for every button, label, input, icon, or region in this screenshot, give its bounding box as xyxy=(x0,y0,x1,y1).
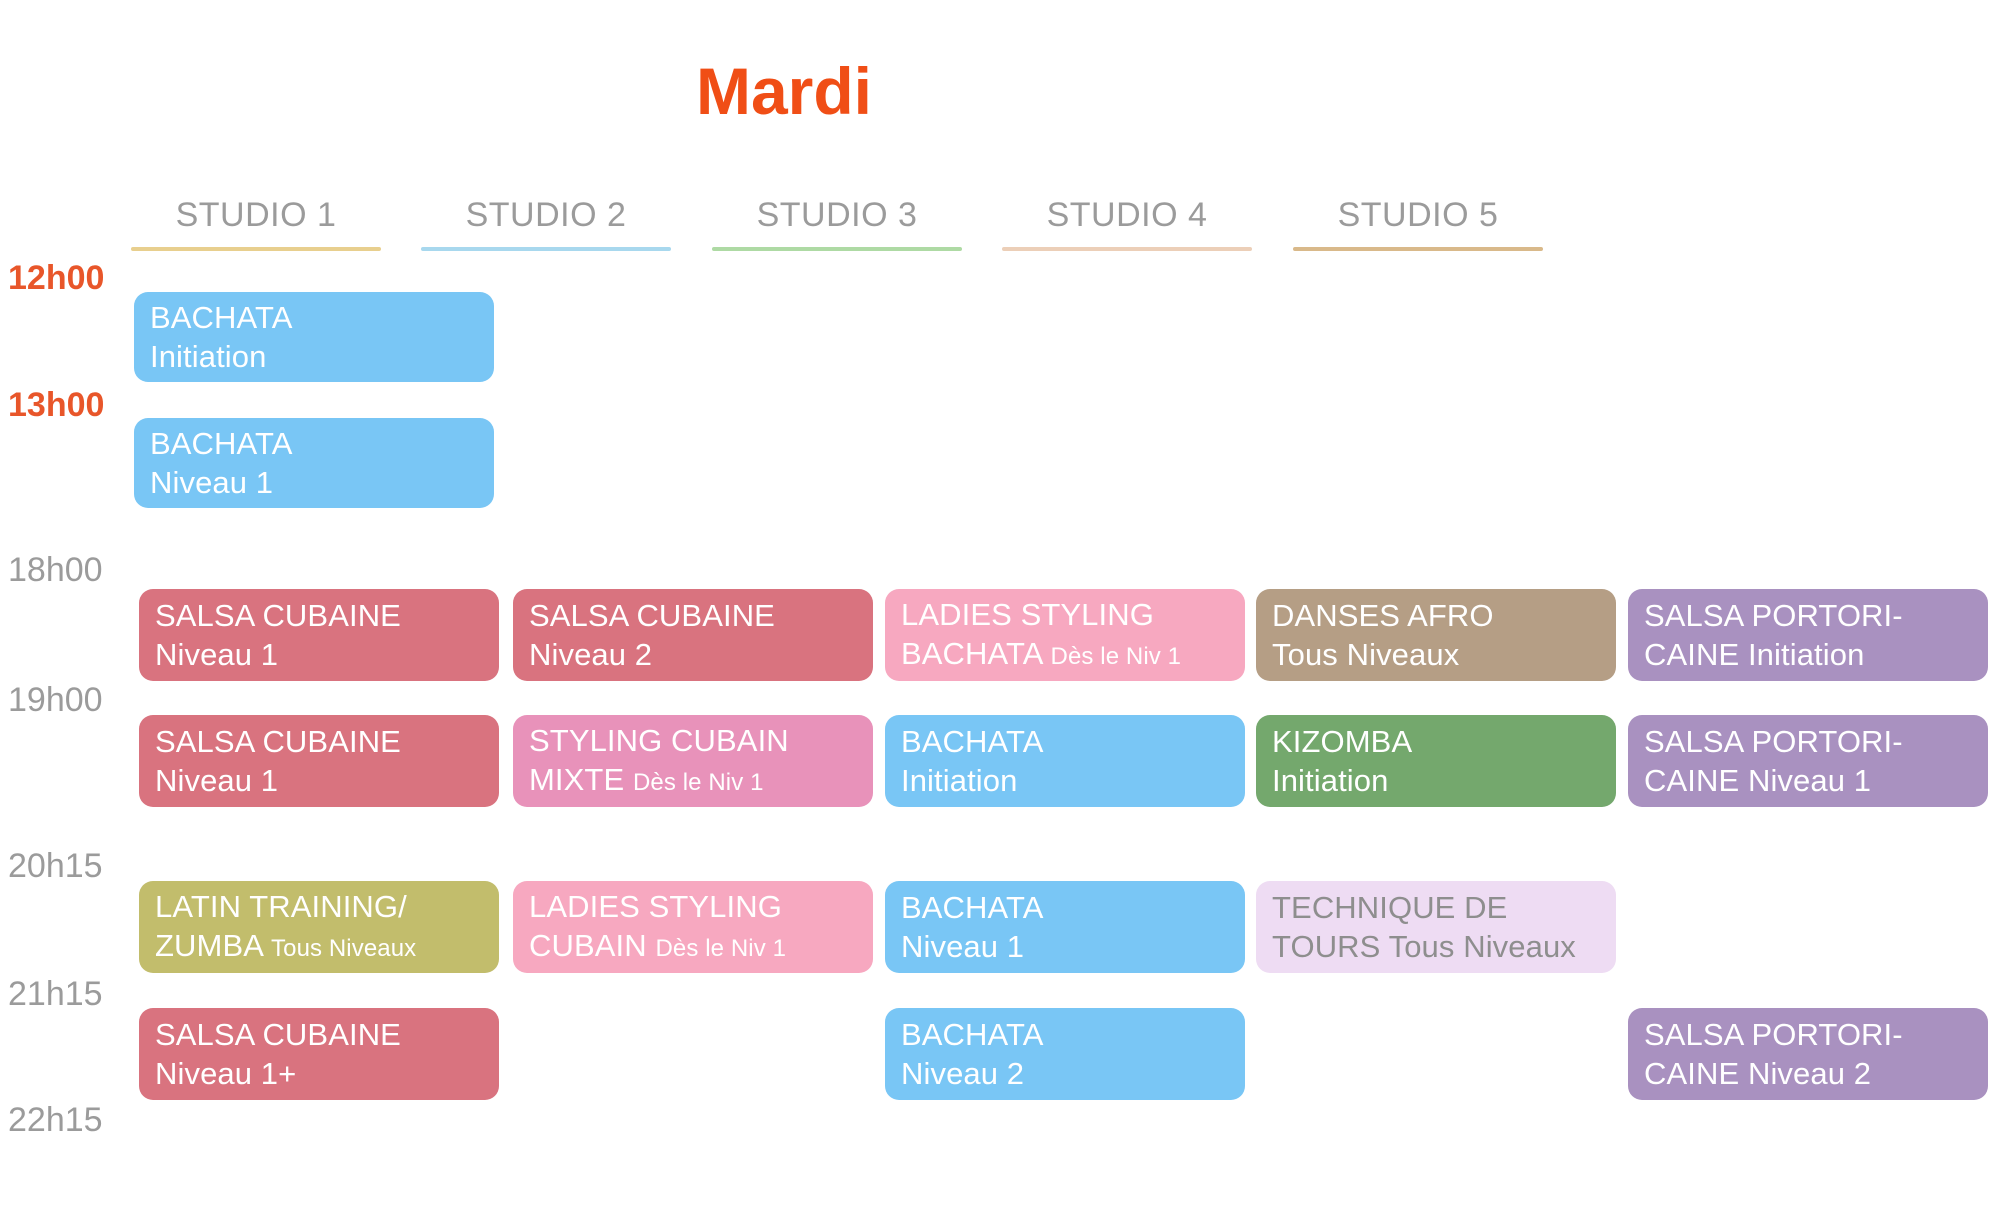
class-block-bachata-initiation-19h-s3[interactable]: BACHATA Initiation xyxy=(885,715,1245,807)
studio-header-3: STUDIO 3 xyxy=(756,196,918,234)
class-title: LADIES STYLING xyxy=(529,888,782,924)
class-block-ladies-styling-cubain-s2[interactable]: LADIES STYLING CUBAIN Dès le Niv 1 xyxy=(513,881,873,973)
studio-header-5: STUDIO 5 xyxy=(1337,196,1499,234)
class-block-bachata-niveau1-20h-s3[interactable]: BACHATA Niveau 1 xyxy=(885,881,1245,973)
studio-rule-4 xyxy=(1002,247,1252,251)
class-level: Niveau 1 xyxy=(155,637,279,672)
class-level: TOURS Tous Niveaux xyxy=(1272,927,1602,966)
class-level: Initiation xyxy=(901,763,1018,798)
class-block-salsa-cubaine-niveau1-19h-s1[interactable]: SALSA CUBAINE Niveau 1 xyxy=(139,715,499,807)
class-title: SALSA CUBAINE xyxy=(155,1017,401,1052)
class-level-note: Dès le Niv 1 xyxy=(1050,642,1182,670)
class-title: BACHATA xyxy=(901,890,1044,925)
class-block-danses-afro-s4[interactable]: DANSES AFRO Tous Niveaux xyxy=(1256,589,1616,681)
class-level-main: TOURS xyxy=(1272,929,1381,964)
class-level-note: Dès le Niv 1 xyxy=(632,768,764,796)
class-level-note: Tous Niveaux xyxy=(1388,929,1576,964)
class-level: Niveau 1 xyxy=(155,763,279,798)
class-block-salsa-portoricaine-niveau2-s5[interactable]: SALSA PORTORI- CAINE Niveau 2 xyxy=(1628,1008,1988,1100)
time-label-20h15: 20h15 xyxy=(8,847,103,885)
class-title: SALSA PORTORI- xyxy=(1644,724,1903,759)
time-label-12h00: 12h00 xyxy=(8,259,105,297)
class-level-note: Dès le Niv 1 xyxy=(655,934,787,962)
studio-header-1: STUDIO 1 xyxy=(175,196,337,234)
page-title: Mardi xyxy=(695,54,873,128)
class-level: CAINE Initiation xyxy=(1644,637,1865,672)
class-block-kizomba-initiation-s4[interactable]: KIZOMBA Initiation xyxy=(1256,715,1616,807)
class-level: Niveau 2 xyxy=(901,1056,1025,1091)
class-block-ladies-styling-bachata-s3[interactable]: LADIES STYLING BACHATA Dès le Niv 1 xyxy=(885,589,1245,681)
class-level: Niveau 1 xyxy=(901,929,1025,964)
class-block-bachata-niveau2-s3[interactable]: BACHATA Niveau 2 xyxy=(885,1008,1245,1100)
class-title: LADIES STYLING xyxy=(901,596,1154,632)
class-title: SALSA CUBAINE xyxy=(155,724,401,759)
class-title: SALSA CUBAINE xyxy=(155,598,401,633)
class-title: BACHATA xyxy=(901,1017,1044,1052)
time-label-22h15: 22h15 xyxy=(8,1101,103,1139)
class-block-styling-cubain-mixte-s2[interactable]: STYLING CUBAIN MIXTE Dès le Niv 1 xyxy=(513,715,873,807)
class-title: TECHNIQUE DE xyxy=(1272,890,1508,925)
class-level: Initiation xyxy=(1272,763,1389,798)
class-title: BACHATA xyxy=(150,426,293,461)
studio-rule-1 xyxy=(131,247,381,251)
class-block-salsa-portoricaine-initiation-s5[interactable]: SALSA PORTORI- CAINE Initiation xyxy=(1628,589,1988,681)
class-title: SALSA PORTORI- xyxy=(1644,598,1903,633)
time-label-19h00: 19h00 xyxy=(8,681,103,719)
class-block-salsa-cubaine-niveau1-s1[interactable]: SALSA CUBAINE Niveau 1 xyxy=(139,589,499,681)
class-level-main: ZUMBA xyxy=(155,927,263,963)
class-level: CAINE Niveau 1 xyxy=(1644,763,1872,798)
class-title: DANSES AFRO xyxy=(1272,598,1494,633)
class-level-main: MIXTE xyxy=(529,761,625,797)
class-level: Niveau 1+ xyxy=(155,1056,297,1091)
class-block-latin-training-zumba-s1[interactable]: LATIN TRAINING/ ZUMBA Tous Niveaux xyxy=(139,881,499,973)
studio-header-2: STUDIO 2 xyxy=(465,196,627,234)
class-title: BACHATA xyxy=(901,724,1044,759)
class-level: Niveau 1 xyxy=(150,465,274,500)
time-label-13h00: 13h00 xyxy=(8,386,105,424)
class-level: MIXTE Dès le Niv 1 xyxy=(529,760,859,802)
class-level: Niveau 2 xyxy=(529,637,653,672)
class-title: BACHATA xyxy=(150,300,293,335)
class-level: CUBAIN Dès le Niv 1 xyxy=(529,926,859,968)
class-level: CAINE Niveau 2 xyxy=(1644,1056,1872,1091)
class-title: SALSA PORTORI- xyxy=(1644,1017,1903,1052)
class-title: LATIN TRAINING/ xyxy=(155,888,407,924)
class-level-main: CUBAIN xyxy=(529,927,647,963)
studio-rule-3 xyxy=(712,247,962,251)
class-block-bachata-initiation-s1[interactable]: BACHATA Initiation xyxy=(134,292,494,382)
class-level: Tous Niveaux xyxy=(1272,637,1460,672)
class-level: Initiation xyxy=(150,339,267,374)
class-level-main: BACHATA xyxy=(901,635,1042,671)
class-block-salsa-cubaine-niveau2-s2[interactable]: SALSA CUBAINE Niveau 2 xyxy=(513,589,873,681)
class-title: STYLING CUBAIN xyxy=(529,722,789,758)
class-level-note: Tous Niveaux xyxy=(271,934,417,962)
class-block-technique-de-tours-s4[interactable]: TECHNIQUE DE TOURS Tous Niveaux xyxy=(1256,881,1616,973)
time-label-21h15: 21h15 xyxy=(8,975,103,1013)
studio-rule-5 xyxy=(1293,247,1543,251)
class-level: BACHATA Dès le Niv 1 xyxy=(901,634,1231,676)
time-label-18h00: 18h00 xyxy=(8,551,103,589)
class-block-salsa-portoricaine-niveau1-s5[interactable]: SALSA PORTORI- CAINE Niveau 1 xyxy=(1628,715,1988,807)
class-title: SALSA CUBAINE xyxy=(529,598,775,633)
studio-rule-2 xyxy=(421,247,671,251)
class-title: KIZOMBA xyxy=(1272,724,1413,759)
studio-header-4: STUDIO 4 xyxy=(1046,196,1208,234)
class-block-bachata-niveau1-s1[interactable]: BACHATA Niveau 1 xyxy=(134,418,494,508)
class-level: ZUMBA Tous Niveaux xyxy=(155,926,485,968)
class-block-salsa-cubaine-niveau1plus-s1[interactable]: SALSA CUBAINE Niveau 1+ xyxy=(139,1008,499,1100)
